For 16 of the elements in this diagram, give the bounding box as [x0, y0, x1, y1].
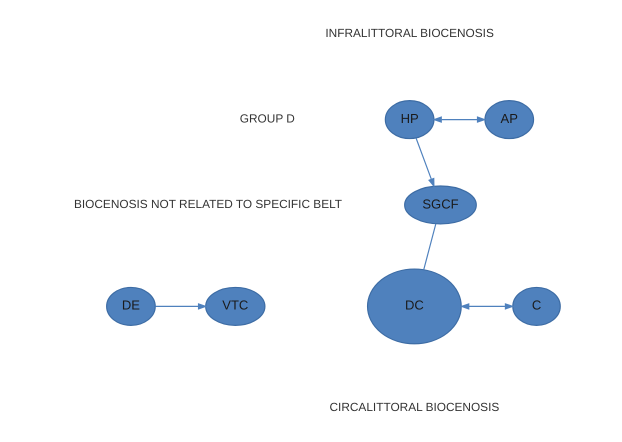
connector [422, 224, 436, 270]
label: BIOCENOSIS NOT RELATED TO SPECIFIC BELT [73, 196, 342, 211]
node-ellipse: HP [384, 100, 434, 140]
node-ellipse: AP [484, 100, 534, 140]
arrow [414, 138, 434, 188]
node-ellipse: SGCF [404, 185, 476, 225]
node-ellipse: DC [366, 268, 462, 344]
node-ellipse: C [512, 286, 560, 326]
node-ellipse: VTC [204, 286, 265, 326]
label: GROUP D [239, 112, 294, 126]
arrow [154, 303, 207, 310]
label: CIRCALITTORAL BIOCENOSIS [328, 400, 499, 414]
label: INFRALITTORAL BIOCENOSIS [324, 26, 494, 40]
arrow [432, 116, 486, 123]
arrow [459, 303, 514, 310]
node-ellipse: DE [106, 286, 156, 326]
